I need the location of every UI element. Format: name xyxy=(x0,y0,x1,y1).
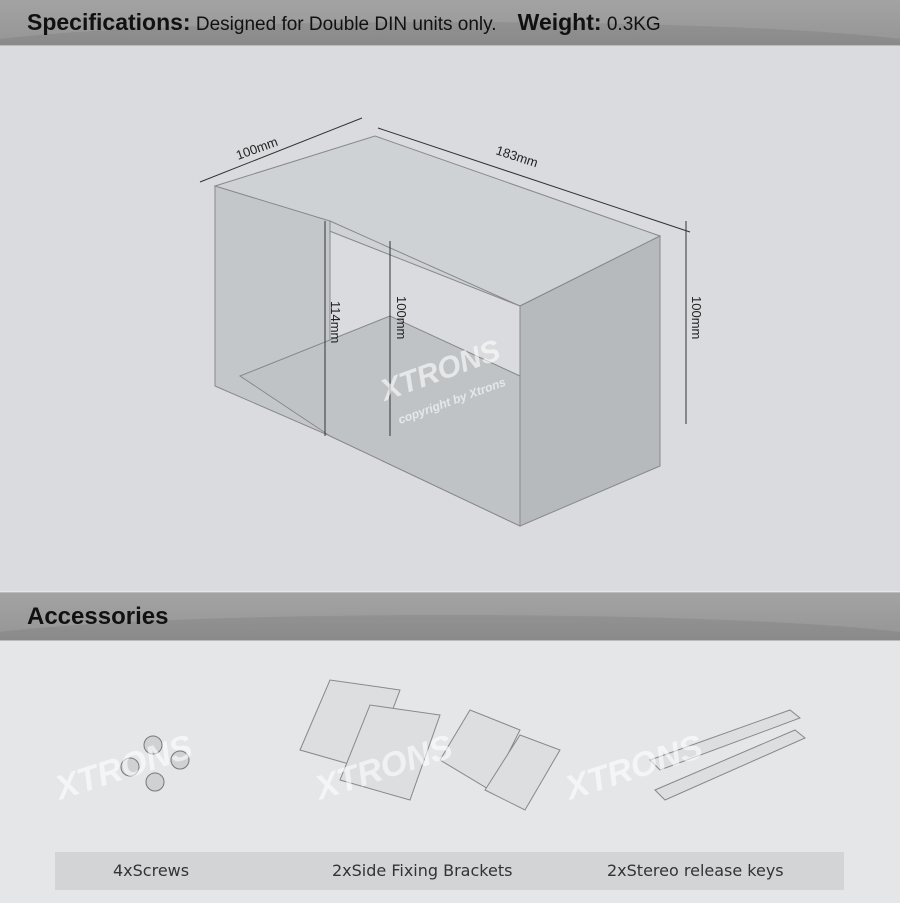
spec-text: Designed for Double DIN units only. xyxy=(195,14,497,35)
accessory-captions: 4xScrews 2xSide Fixing Brackets 2xStereo… xyxy=(55,852,844,890)
product-image-area xyxy=(0,46,900,591)
caption-screws: 4xScrews xyxy=(113,861,190,880)
caption-side-brackets: 2xSide Fixing Brackets xyxy=(332,861,513,880)
dim-height-front: 114mm xyxy=(328,301,343,343)
watermark-brand-3: XTRONS xyxy=(559,728,708,809)
weight-value: 0.3KG xyxy=(606,14,661,35)
cage-bottom xyxy=(238,315,521,527)
accessories-drawing: XTRONS XTRONS XTRONS xyxy=(49,679,806,811)
dim-line-depth xyxy=(199,117,363,183)
screws-image xyxy=(120,735,190,792)
dim-line-length xyxy=(377,127,691,233)
accessories-banner: Accessories xyxy=(0,592,900,641)
watermark-brand-1: XTRONS xyxy=(49,728,198,809)
accessories-title: Accessories xyxy=(27,603,169,630)
din-cage-drawing: 100mm 183mm 100mm 100mm 114mm XTRONS cop… xyxy=(199,117,704,527)
dim-height-inner: 100mm xyxy=(394,296,409,339)
dim-height-right: 100mm xyxy=(689,296,704,339)
dim-depth: 100mm xyxy=(234,134,280,163)
dim-length: 183mm xyxy=(494,143,540,171)
weight-label: Weight: xyxy=(517,9,602,35)
side-brackets-image xyxy=(299,679,561,811)
release-keys-image xyxy=(649,709,806,801)
caption-release-keys: 2xStereo release keys xyxy=(607,861,784,880)
specifications-banner: Specifications: Designed for Double DIN … xyxy=(0,0,900,46)
spec-label: Specifications: xyxy=(27,9,191,35)
